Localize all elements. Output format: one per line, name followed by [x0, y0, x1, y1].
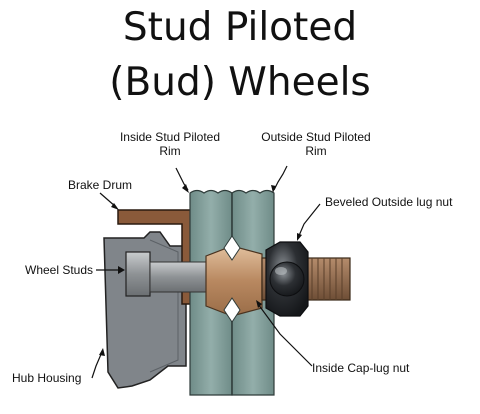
label-outside-rim-line2: Rim [305, 144, 327, 158]
label-hub-housing: Hub Housing [12, 371, 82, 385]
label-beveled-nut: Beveled Outside lug nut [325, 195, 453, 209]
label-outside-rim: Outside Stud Piloted Rim [246, 130, 386, 158]
wheel-stud-head [125, 251, 151, 297]
title-line-2: (Bud) Wheels [109, 60, 371, 105]
label-cap-nut: Inside Cap-lug nut [312, 361, 410, 375]
label-inside-rim-line2: Rim [159, 144, 181, 158]
title-line-1: Stud Piloted [122, 5, 358, 50]
label-wheel-studs: Wheel Studs [25, 263, 94, 277]
label-outside-rim-line1: Outside Stud Piloted [261, 130, 371, 144]
label-inside-rim-line1: Inside Stud Piloted [119, 130, 221, 144]
label-brake-drum: Brake Drum [68, 178, 133, 192]
label-inside-rim: Inside Stud Piloted Rim [100, 130, 240, 158]
